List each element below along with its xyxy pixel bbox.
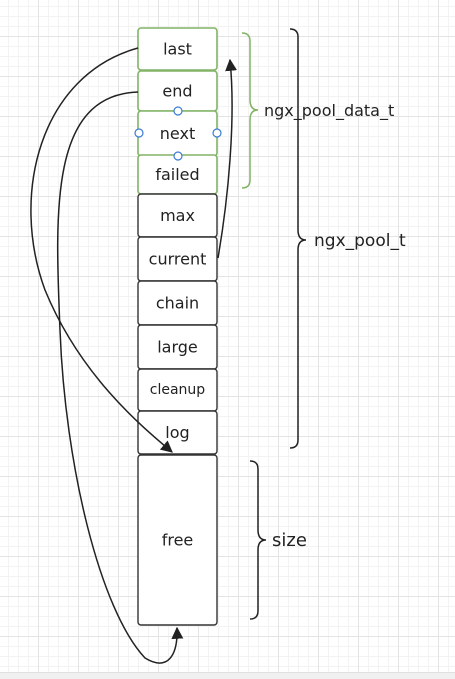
brace-size-label: size xyxy=(272,530,307,551)
field-free[interactable]: free xyxy=(137,454,218,626)
field-next-label: next xyxy=(160,124,195,143)
field-cleanup[interactable]: cleanup xyxy=(137,368,218,412)
handle-left[interactable] xyxy=(134,128,144,138)
brace-pool-data xyxy=(241,32,259,189)
handle-bottom[interactable] xyxy=(173,151,183,161)
field-log-box[interactable] xyxy=(137,410,218,455)
arrow-end-to-free-bottom[interactable] xyxy=(56,91,184,664)
field-log-label: log xyxy=(165,423,189,442)
field-end[interactable]: end xyxy=(137,70,218,112)
field-last[interactable]: last xyxy=(137,27,218,71)
field-large[interactable]: large xyxy=(137,324,218,370)
field-log[interactable]: log xyxy=(137,410,218,455)
arrow-last-to-log[interactable] xyxy=(30,47,173,453)
brace-pool xyxy=(289,28,307,449)
brace-pool-data-label: ngx_pool_data_t xyxy=(264,101,394,121)
selection-handles[interactable] xyxy=(134,106,222,161)
field-cleanup-label: cleanup xyxy=(150,382,206,398)
field-large-label: large xyxy=(157,338,198,357)
field-last-box[interactable] xyxy=(137,27,218,71)
field-chain-label: chain xyxy=(156,294,199,313)
field-free-label: free xyxy=(162,531,194,550)
field-next[interactable]: next xyxy=(137,110,218,157)
canvas-bottom-bar xyxy=(0,672,455,679)
field-current-label: current xyxy=(149,250,207,269)
brace-pool-label: ngx_pool_t xyxy=(314,231,406,251)
handle-right[interactable] xyxy=(212,128,222,138)
brace-size xyxy=(249,460,267,620)
field-current[interactable]: current xyxy=(137,236,218,282)
handle-top[interactable] xyxy=(173,106,183,116)
field-failed-label: failed xyxy=(155,165,199,184)
field-max-label: max xyxy=(160,206,195,225)
field-end-label: end xyxy=(162,82,192,101)
arrow-current-to-last[interactable] xyxy=(217,58,238,259)
field-max[interactable]: max xyxy=(137,193,218,238)
field-chain[interactable]: chain xyxy=(137,280,218,326)
field-last-label: last xyxy=(163,40,192,59)
field-failed[interactable]: failed xyxy=(137,154,218,195)
field-free-box[interactable] xyxy=(137,454,218,626)
